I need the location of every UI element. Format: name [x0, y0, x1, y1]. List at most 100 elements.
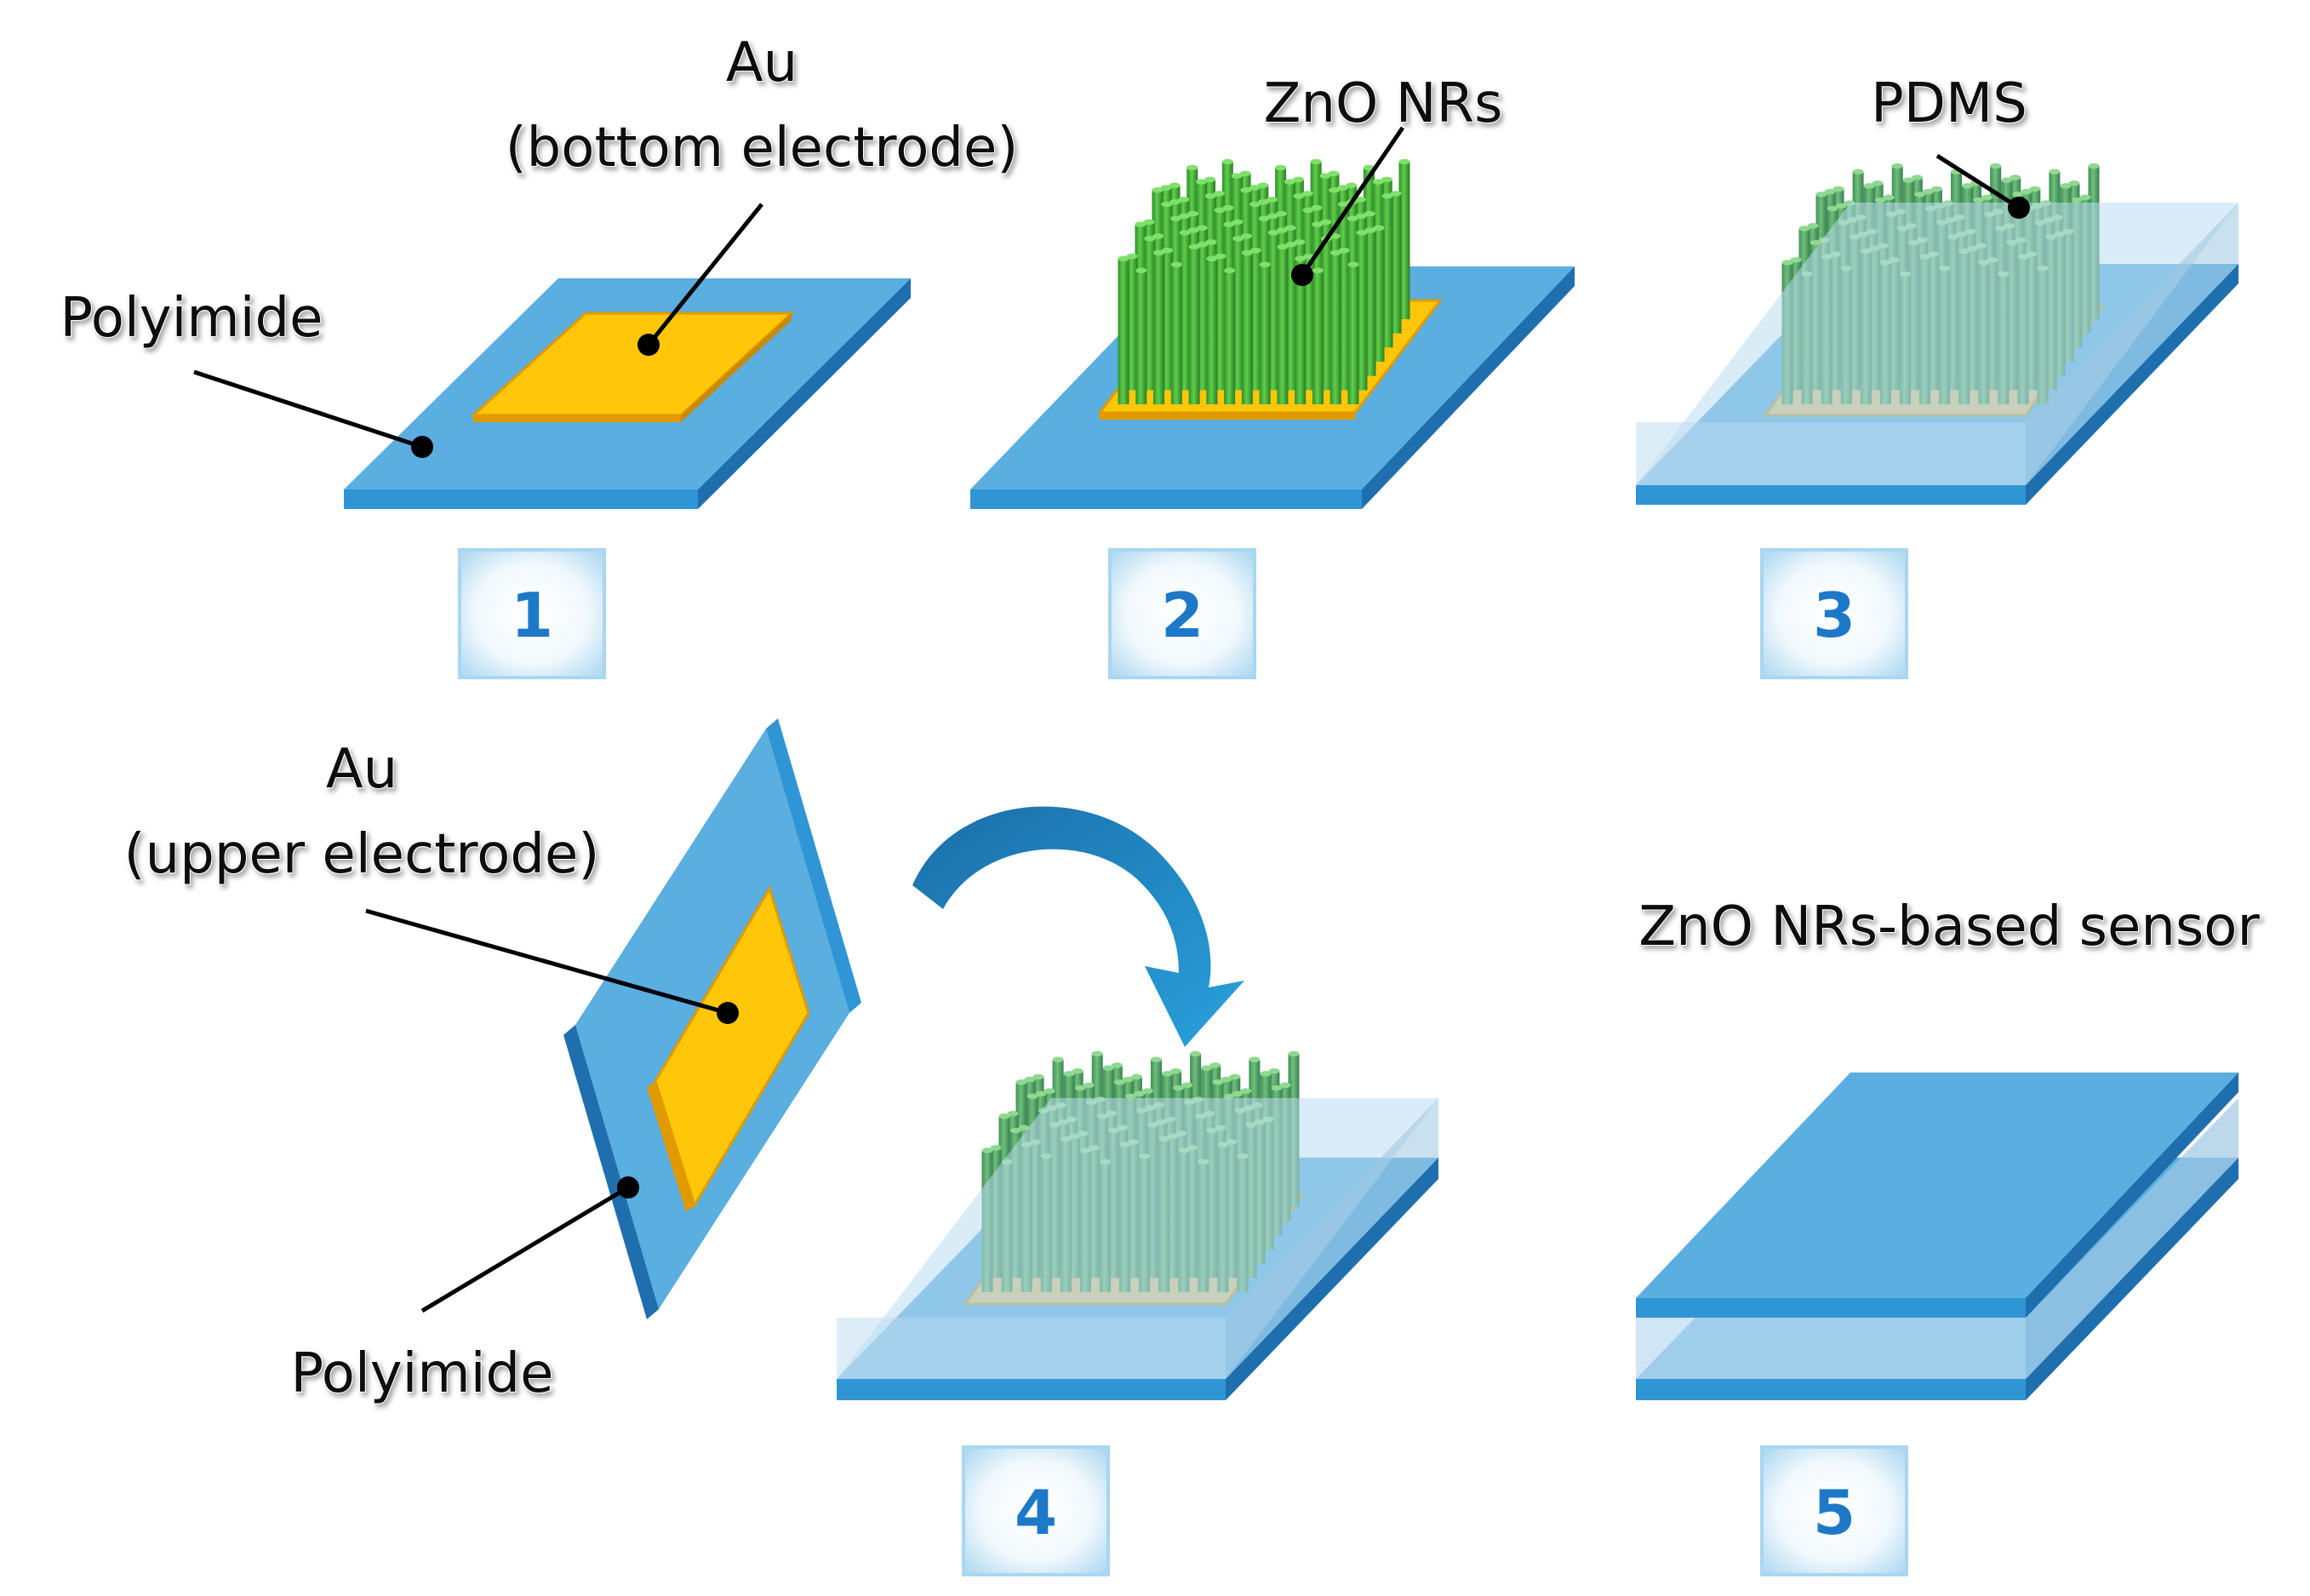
nanorod-cap: [1311, 204, 1323, 211]
step-box-5: 5: [1760, 1445, 1908, 1576]
nanorod-cap: [1063, 1071, 1075, 1077]
nanorod-cap: [1902, 177, 1914, 183]
nanorod-cap: [1169, 198, 1181, 205]
nanorod-cap: [1259, 261, 1271, 268]
label-bottom-electrode: (bottom electrode): [506, 117, 1019, 180]
panel-2-zno-nanorods: [1118, 158, 1410, 404]
nanorod-cap: [1187, 210, 1199, 217]
nanorod-cap: [1337, 185, 1349, 191]
nanorod-cap: [1241, 233, 1253, 239]
nanorod-cap: [1161, 201, 1173, 208]
nanorod-cap: [1126, 253, 1138, 260]
nanorod-cap: [1249, 201, 1261, 208]
nanorod-cap: [1284, 179, 1295, 185]
nanorod-cap: [1266, 197, 1278, 203]
nanorod-cap: [1320, 219, 1332, 226]
nanorod: [1188, 247, 1200, 404]
step-box-4: 4: [962, 1445, 1110, 1576]
nanorod-cap: [1329, 233, 1341, 239]
nanorod-cap: [1271, 1084, 1283, 1091]
label-pdms: PDMS: [1871, 72, 2027, 135]
nanorod: [1356, 232, 1368, 391]
nanorod-cap: [1007, 1111, 1019, 1117]
step-box-1: 1: [458, 548, 606, 679]
nanorod-cap: [1024, 1076, 1036, 1083]
nanorod-cap: [1390, 191, 1402, 197]
nanorod-cap: [1973, 197, 1985, 203]
nanorod-cap: [2021, 188, 2033, 195]
nanorod-cap: [1232, 1090, 1244, 1097]
nanorod-cap: [1162, 1071, 1174, 1077]
nanorod-cap: [1249, 185, 1261, 191]
nanorod-cap: [1204, 176, 1216, 183]
label-au-bottom: Au: [726, 31, 798, 94]
nanorod-cap: [2049, 169, 2061, 174]
nanorod: [1135, 270, 1147, 404]
nanorod-cap: [1018, 1124, 1030, 1131]
nanorod-cap: [1257, 182, 1269, 188]
nanorod-cap: [1815, 192, 1827, 197]
nanorod-cap: [1135, 267, 1147, 273]
nanorod-cap: [1240, 187, 1252, 193]
nanorod-cap: [1312, 267, 1324, 273]
nanorod-cap: [1173, 1084, 1185, 1091]
panel-1-gold-electrode: [470, 312, 795, 422]
nanorod-cap: [1891, 163, 1903, 169]
nanorod-cap: [1190, 1050, 1202, 1057]
nanorod-cap: [1221, 158, 1233, 165]
nanorod-cap: [1337, 201, 1349, 208]
nanorod-cap: [1181, 1082, 1193, 1089]
nanorod-cap: [1240, 1088, 1252, 1094]
nanorod: [1390, 193, 1402, 334]
step-box-2: 2: [1108, 548, 1256, 679]
nanorod-cap: [1102, 1065, 1114, 1071]
nanorod-cap: [1364, 210, 1375, 217]
nanorod-cap: [1347, 215, 1358, 221]
nanorod-cap: [1152, 233, 1164, 239]
nanorod-cap: [2088, 163, 2100, 169]
nanorod-cap: [1249, 1056, 1261, 1062]
nanorod-cap: [1204, 193, 1216, 199]
nanorod: [1249, 250, 1261, 391]
nanorod-cap: [990, 1145, 1002, 1151]
nanorod-cap: [1239, 170, 1251, 177]
nanorod: [1373, 227, 1385, 362]
nanorod-cap: [1196, 179, 1208, 185]
nanorod-cap: [1153, 249, 1165, 256]
nanorod: [1338, 250, 1350, 391]
nanorod-cap: [1807, 223, 1819, 229]
nanorod: [1312, 270, 1324, 404]
nanorod-cap: [1355, 213, 1367, 220]
nanorod-cap: [1275, 164, 1287, 171]
nanorod-cap: [1302, 207, 1314, 214]
nanorod-cap: [1872, 180, 1884, 186]
nanorod-cap: [1178, 197, 1190, 203]
nanorod-cap: [1852, 169, 1864, 174]
nanorod-cap: [1091, 1050, 1103, 1057]
nanorod-cap: [1295, 255, 1307, 262]
nanorod: [1259, 264, 1271, 404]
nanorod: [1197, 244, 1209, 391]
nanorod-cap: [2012, 192, 2024, 197]
nanorod-cap: [1883, 194, 1895, 201]
nanorod: [1267, 232, 1279, 391]
nanorod-cap: [1398, 158, 1410, 165]
nanorod-cap: [1363, 164, 1375, 171]
label-upper-electrode: (upper electrode): [124, 823, 600, 886]
nanorod-cap: [1213, 191, 1225, 197]
panel-3-pdms-layer: [1636, 203, 2239, 485]
nanorod-cap: [1913, 192, 1925, 197]
nanorod-cap: [2001, 177, 2013, 183]
nanorod-cap: [1260, 1071, 1272, 1077]
nanorod-cap: [1052, 1056, 1064, 1062]
nanorod-cap: [1827, 205, 1838, 212]
nanorod-cap: [2079, 194, 2091, 201]
nanorod-cap: [1224, 267, 1236, 273]
nanorod: [1303, 256, 1315, 391]
nanorod-cap: [1781, 260, 1793, 266]
nanorod-cap: [1364, 227, 1376, 233]
nanorod-cap: [1035, 1090, 1047, 1097]
nanorod-cap: [1258, 215, 1270, 221]
nanorod-cap: [1152, 187, 1164, 193]
nanorod-cap: [1130, 1073, 1142, 1080]
